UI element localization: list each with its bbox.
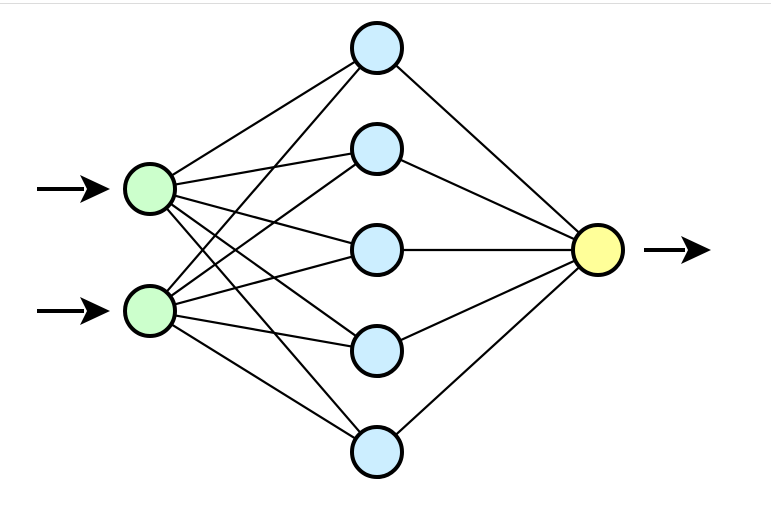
edge-i1-h3 xyxy=(172,194,355,245)
input-node-1[interactable] xyxy=(123,162,177,216)
edge-i1-h4 xyxy=(168,202,359,338)
output-node-1[interactable] xyxy=(571,223,625,277)
hidden-node-1[interactable] xyxy=(350,21,404,75)
edge-i2-h5 xyxy=(169,322,358,441)
edge-i2-h2 xyxy=(168,162,359,298)
input-arrow-1 xyxy=(37,175,110,203)
edge-i1-h2 xyxy=(173,152,354,186)
edge-h4-o1 xyxy=(398,258,577,343)
top-divider-rule xyxy=(0,3,771,4)
input-node-2[interactable] xyxy=(123,284,177,338)
hidden-node-4[interactable] xyxy=(350,324,404,378)
output-arrow-1-head-icon xyxy=(681,236,711,264)
edge-h1-o1 xyxy=(393,63,582,235)
edge-i1-h1 xyxy=(169,59,358,178)
edges-group xyxy=(164,59,582,441)
output-arrow-1 xyxy=(644,236,711,264)
edge-i2-h1 xyxy=(164,65,363,294)
hidden-node-5[interactable] xyxy=(350,425,404,479)
edge-i2-h3 xyxy=(172,255,355,306)
input-arrow-2-head-icon xyxy=(80,297,110,325)
edge-i1-h5 xyxy=(164,206,363,435)
input-arrow-1-head-icon xyxy=(80,175,110,203)
edge-i2-h4 xyxy=(173,314,354,348)
io-arrows-group xyxy=(37,175,711,325)
input-arrow-2 xyxy=(37,297,110,325)
hidden-node-2[interactable] xyxy=(350,122,404,176)
edge-h5-o1 xyxy=(393,265,582,437)
hidden-node-3[interactable] xyxy=(350,223,404,277)
nodes-group xyxy=(123,21,625,479)
edge-h2-o1 xyxy=(398,157,577,242)
